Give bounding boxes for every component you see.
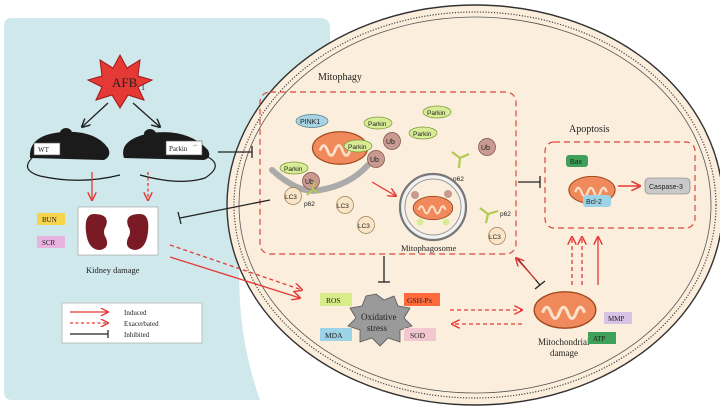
svg-text:p62: p62 [304,201,315,208]
bun-badge [37,213,65,225]
parkin-knockout-mouse: Parkin -/- [123,129,216,182]
afb1-sub: 1 [141,83,145,92]
atp-badge [588,332,616,344]
wt-mouse: WT [26,128,121,181]
mitophagosome [398,172,468,242]
svg-text:Ub: Ub [370,157,379,164]
inhibit-kidney-line [179,199,271,219]
svg-text:Parkin: Parkin [284,166,303,173]
svg-text:stress: stress [367,323,387,333]
ros-badge [320,293,352,306]
mito-damage-label: Mitochondrial [538,337,590,347]
svg-text:Parkin: Parkin [413,131,432,138]
pink1-protein [295,114,329,128]
svg-text:Parkin: Parkin [427,110,446,117]
legend: Induced Exacerbated Inhibited [61,302,203,344]
bax-badge [566,155,588,167]
afb1-star: AFB 1 [86,53,154,109]
damaged-mitochondrion-bottom [532,290,598,330]
svg-text:Ub: Ub [305,179,314,186]
scr-label: SCR [42,239,56,247]
lc3-group: LC3 LC3 LC3 LC3 [284,187,506,245]
svg-text:LC3: LC3 [489,234,501,241]
sod-label: SOD [410,331,426,340]
atp-label: ATP [593,335,606,343]
mitophagosome-label: Mitophagosome [401,243,456,253]
apoptosis-label: Apoptosis [569,124,610,135]
mda-badge [320,328,352,341]
oxidative-stress-burst: Oxidative stress [347,293,413,347]
bcl2-badge [583,195,611,207]
gsh-px-label: GSH-Px [407,296,433,305]
p62-group: p62 p62 p62 [304,151,511,224]
svg-text:Oxidative: Oxidative [361,312,397,322]
legend-induced: Induced [124,309,147,317]
svg-text:LC3: LC3 [358,223,370,230]
mmp-label: MMP [608,315,624,323]
mito-damage-label-2: damage [550,348,578,358]
svg-text:Parkin: Parkin [348,144,367,151]
caspase3-badge [644,177,691,195]
caspase3-label: Caspase-3 [649,184,683,191]
bcl2-label: Bcl-2 [586,199,602,206]
mmp-badge [604,312,632,324]
gsh-px-badge [404,293,440,306]
svg-text:p62: p62 [500,211,511,218]
mitophagy-box [259,91,517,255]
wt-label: WT [38,146,50,154]
parkin-mouse-sup: -/- [193,143,198,148]
legend-exacerbated: Exacerbated [124,320,159,328]
afb1-label: AFB [112,75,138,90]
cell-membrane-inner [233,11,717,399]
mitophagy-label: Mitophagy [318,72,362,83]
phagophore-arc [269,162,371,194]
scr-badge [37,236,65,248]
kidney-box [77,206,159,256]
svg-text:LC3: LC3 [285,194,297,201]
ubiquitin-group: Ub Ub Ub Ub [302,132,496,190]
mda-label: MDA [325,331,343,340]
kidney-damage-label: Kidney damage [86,265,140,275]
svg-text:p62: p62 [453,176,464,183]
sod-badge [404,328,436,341]
svg-text:Parkin: Parkin [368,121,387,128]
pink1-label: PINK1 [300,119,320,126]
cell-membrane [226,4,720,406]
svg-text:LC3: LC3 [337,203,349,210]
svg-text:Ub: Ub [481,145,490,152]
legend-inhibited: Inhibited [124,331,150,339]
ros-label: ROS [326,296,341,305]
bun-label: BUN [42,216,57,224]
svg-text:Ub: Ub [386,139,395,146]
bax-label: Bax [570,159,583,166]
parkin-group: Parkin Parkin Parkin Parkin Parkin [279,105,452,175]
parkin-mouse-label: Parkin [169,145,188,153]
apoptosis-box [544,141,696,229]
